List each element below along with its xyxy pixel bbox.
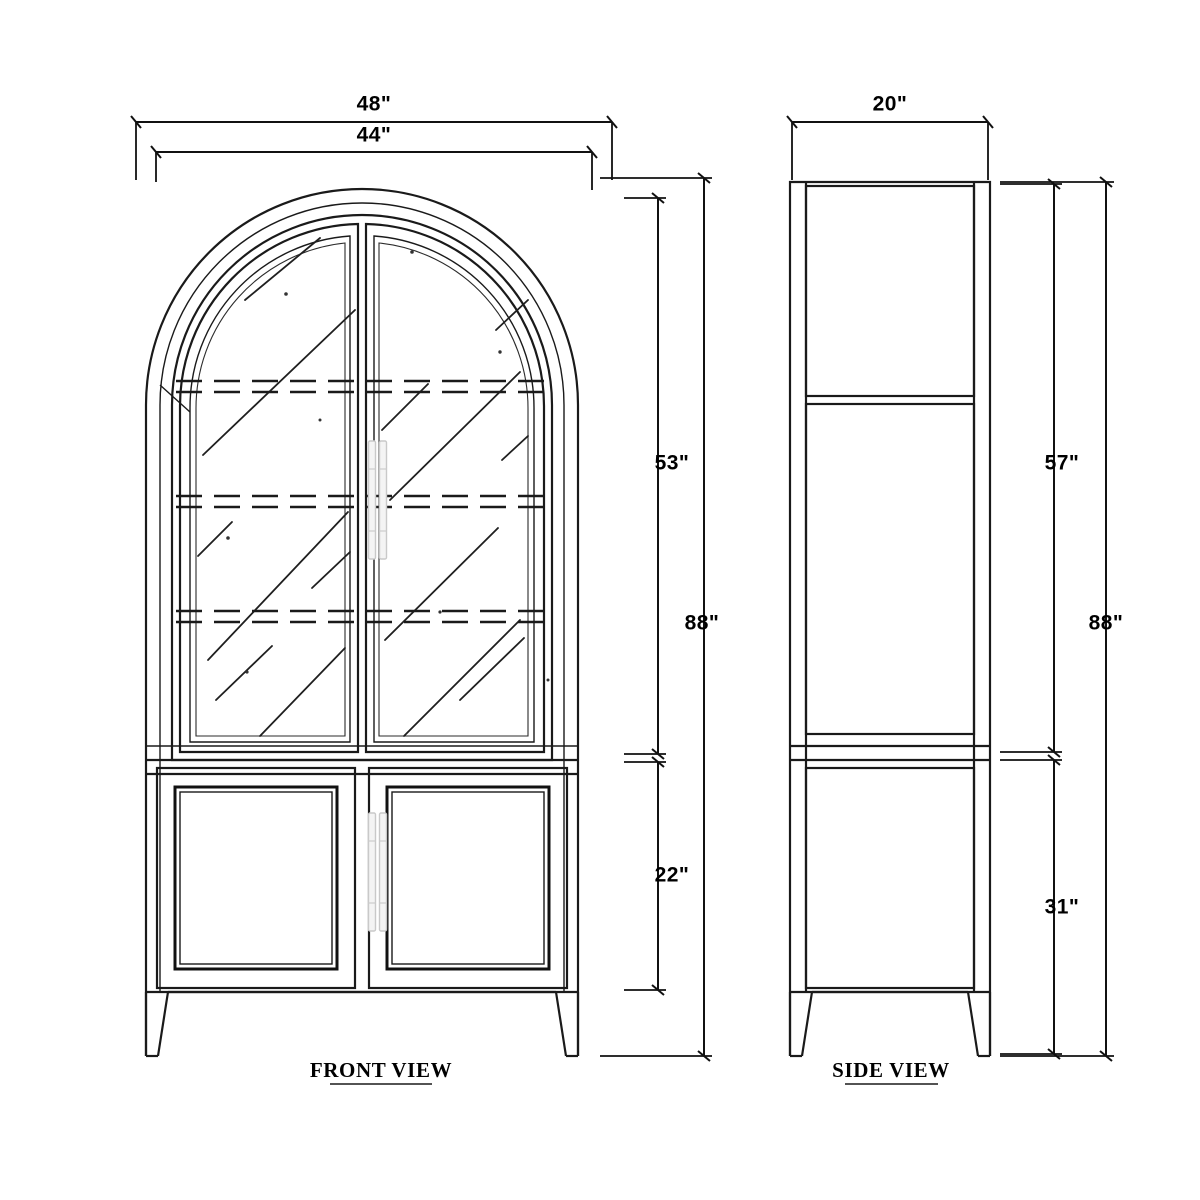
side-mid-rail bbox=[790, 744, 990, 762]
front-view-group bbox=[144, 187, 580, 1058]
front-mid-rail bbox=[146, 745, 578, 776]
handle-upper-left-bar bbox=[367, 440, 377, 560]
front-lower-door-left-frame bbox=[155, 766, 357, 990]
dim-front-inner-width: 44" bbox=[150, 124, 598, 190]
front-upper-opening bbox=[170, 213, 554, 762]
glass-reflections-left bbox=[197, 237, 356, 737]
front-leg-right-inner bbox=[554, 991, 568, 1057]
side-leg-right-inner bbox=[966, 991, 980, 1057]
front-view-label: FRONT VIEW bbox=[310, 1058, 452, 1082]
dim-label-53: 53" bbox=[655, 452, 690, 475]
dim-label-48: 48" bbox=[357, 93, 392, 116]
side-lower-panel bbox=[804, 766, 976, 990]
glass-reflections-right bbox=[381, 250, 550, 737]
front-lower-door-left-panel-inner bbox=[179, 791, 333, 965]
front-lower-door-right-panel-inner bbox=[391, 791, 545, 965]
dim-side-lower-height: 31" bbox=[1000, 754, 1080, 1060]
front-view-label-group: FRONT VIEW bbox=[310, 1058, 452, 1085]
front-lower-door-right-frame bbox=[367, 766, 569, 990]
dim-side-upper-height: 57" bbox=[1000, 178, 1080, 758]
front-interior-shelves bbox=[176, 379, 548, 624]
dim-front-upper-height: 53" bbox=[624, 192, 690, 760]
dim-label-22: 22" bbox=[655, 864, 690, 887]
front-upper-door-left-frame bbox=[178, 222, 360, 754]
front-lower-door-handles[interactable] bbox=[367, 812, 388, 932]
dim-label-20: 20" bbox=[873, 93, 908, 116]
front-view-dimensions: 48" 44" 53" bbox=[130, 93, 720, 1062]
dim-label-88-side: 88" bbox=[1089, 612, 1124, 635]
dim-label-31: 31" bbox=[1045, 896, 1080, 919]
dim-front-overall-width: 48" bbox=[130, 93, 618, 180]
side-base-and-legs bbox=[788, 990, 992, 1058]
front-lower-door-left[interactable] bbox=[155, 766, 357, 990]
side-view-dimensions: 20" 57" 31" bbox=[786, 93, 1124, 1062]
front-upper-door-right-rabbet bbox=[373, 235, 535, 743]
front-upper-door-right-frame bbox=[364, 222, 546, 754]
side-view-label-group: SIDE VIEW bbox=[832, 1058, 950, 1085]
handle-lower-left-bar bbox=[367, 812, 377, 932]
dim-side-overall-height: 88" bbox=[1000, 176, 1124, 1062]
front-upper-door-left-glass-edge bbox=[195, 242, 346, 737]
front-upper-door-handles[interactable] bbox=[367, 440, 388, 560]
front-lower-door-right[interactable] bbox=[367, 766, 569, 990]
dim-label-57: 57" bbox=[1045, 452, 1080, 475]
dim-label-88-front: 88" bbox=[685, 612, 720, 635]
front-left-shoulder-chamfer bbox=[159, 384, 191, 413]
front-base-and-legs bbox=[144, 990, 580, 1058]
side-view-group bbox=[788, 180, 992, 1058]
side-view-label: SIDE VIEW bbox=[832, 1058, 950, 1082]
dim-front-lower-height: 22" bbox=[624, 756, 690, 996]
dim-side-depth: 20" bbox=[786, 93, 994, 180]
front-upper-door-left-rabbet bbox=[189, 235, 351, 743]
side-upper-panel-top bbox=[804, 184, 976, 398]
side-upper-panel-bottom bbox=[804, 402, 976, 736]
front-lower-door-right-panel-outer bbox=[385, 785, 551, 971]
front-lower-door-left-panel-outer bbox=[173, 785, 339, 971]
dim-front-overall-height: 88" bbox=[600, 172, 720, 1062]
side-cabinet-outer-outline bbox=[788, 180, 992, 1056]
front-upper-door-left[interactable] bbox=[178, 222, 360, 754]
front-case-inner-line bbox=[159, 202, 565, 992]
side-leg-left-inner bbox=[800, 991, 814, 1057]
handle-lower-right-bar bbox=[378, 812, 388, 932]
handle-upper-right-bar bbox=[378, 440, 388, 560]
front-cabinet-outer-outline bbox=[144, 187, 580, 1056]
front-leg-left-inner bbox=[156, 991, 170, 1057]
dim-label-44: 44" bbox=[357, 124, 392, 147]
